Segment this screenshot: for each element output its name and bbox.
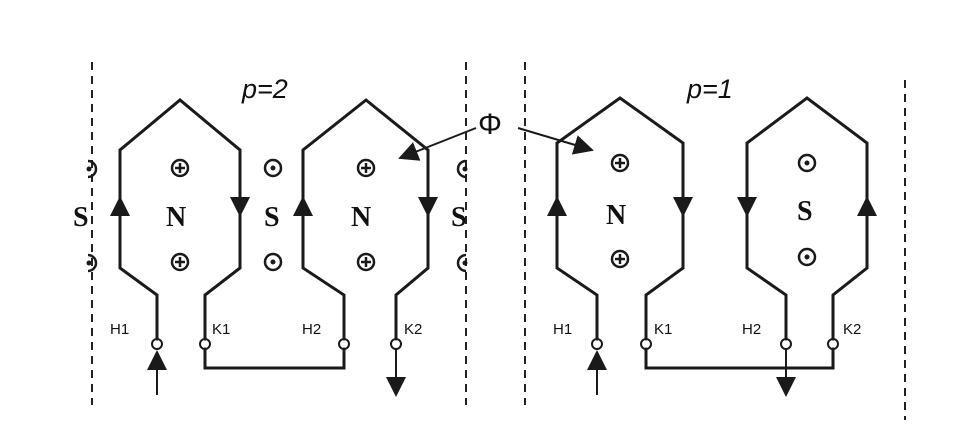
- terminal-label: H2: [302, 321, 321, 338]
- pole-letter: S: [797, 196, 813, 227]
- terminal-label: H2: [742, 321, 761, 338]
- current-out-of-page-icon: [86, 159, 98, 179]
- pole-letter: N: [351, 202, 371, 233]
- current-out-of-page-icon: [86, 253, 98, 273]
- current-into-page-icon: [170, 158, 190, 178]
- current-out-of-page-icon: [797, 247, 817, 267]
- current-out-of-page-icon: [263, 158, 283, 178]
- coil-right-1: [555, 96, 685, 332]
- current-out-of-page-icon: [797, 153, 817, 173]
- current-out-of-page-icon: [456, 159, 468, 179]
- flux-arrow-left: [398, 127, 477, 161]
- current-into-page-icon: [610, 153, 630, 173]
- terminal-label: K2: [404, 321, 422, 338]
- pole-pairs-label-right: p=1: [686, 74, 733, 104]
- terminal-label: K1: [212, 321, 230, 338]
- coil-right-2: [745, 96, 869, 332]
- terminal-label: H1: [553, 321, 572, 338]
- pole-letter: S: [451, 202, 467, 233]
- terminal-label: H1: [110, 321, 129, 338]
- jumper-k1-h2: [203, 347, 346, 370]
- current-out-of-page-icon: [263, 252, 283, 272]
- current-into-page-icon: [610, 249, 630, 269]
- jumper-k1-k2: [644, 347, 835, 370]
- pole-letter: N: [166, 202, 186, 233]
- terminal-label: K2: [843, 321, 861, 338]
- current-out-of-page-icon: [456, 253, 468, 273]
- pole-letter: S: [73, 202, 89, 233]
- flux-label: Φ: [478, 108, 502, 141]
- pole-letter: S: [264, 202, 280, 233]
- coil-left-2: [301, 98, 430, 332]
- coil-left-1: [118, 98, 242, 332]
- terminal-label: K1: [654, 321, 672, 338]
- current-into-page-icon: [356, 252, 376, 272]
- pole-pairs-label-left: p=2: [241, 74, 288, 104]
- flux-arrow-right: [517, 127, 594, 155]
- pole-letter: N: [606, 200, 626, 231]
- current-into-page-icon: [170, 252, 190, 272]
- current-into-page-icon: [356, 158, 376, 178]
